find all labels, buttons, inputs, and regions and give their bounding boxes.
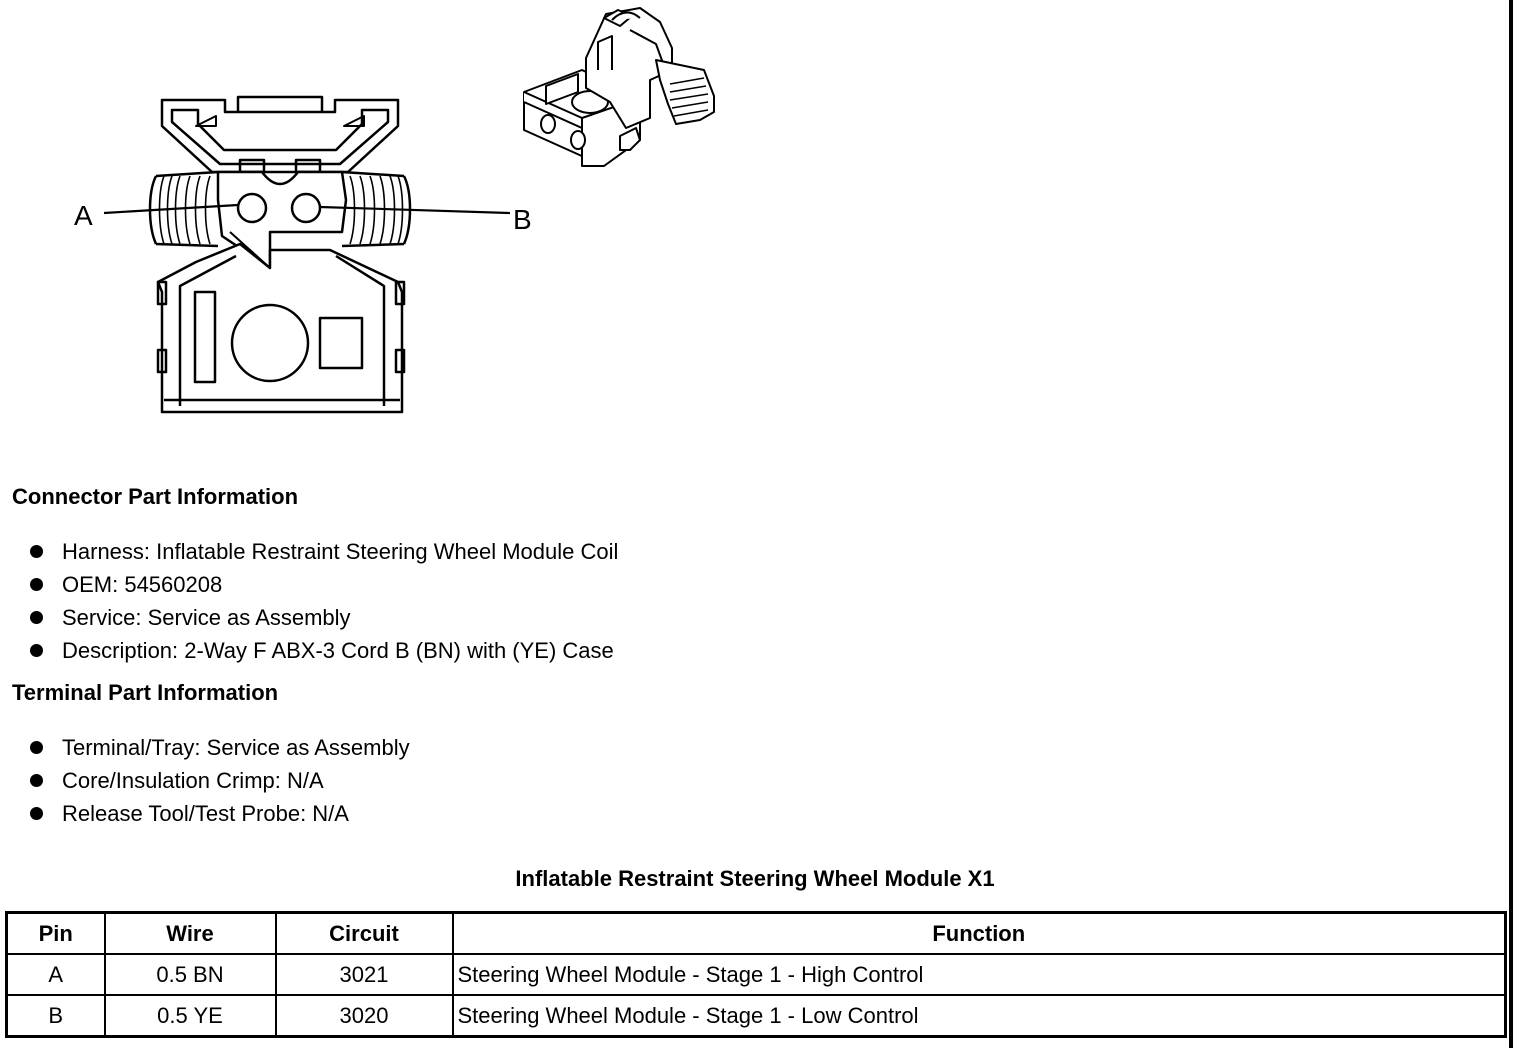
cell-function: Steering Wheel Module - Stage 1 - High C…: [451, 953, 1507, 996]
leader-line-b: [319, 205, 511, 215]
column-header-pin: Pin: [5, 911, 106, 955]
column-header-function: Function: [451, 911, 1507, 955]
lower-round-window: [230, 303, 310, 383]
list-item-text: Core/Insulation Crimp: N/A: [62, 768, 324, 793]
latch-triangle-left: [195, 115, 217, 127]
pin-label-a: A: [74, 200, 93, 231]
pin-label-b: B: [513, 204, 532, 235]
bullet-icon: [30, 807, 43, 820]
cell-function: Steering Wheel Module - Stage 1 - Low Co…: [451, 994, 1507, 1038]
cell-wire: 0.5 YE: [103, 994, 277, 1038]
cell-wire: 0.5 BN: [103, 953, 277, 996]
connector-part-info-heading: Connector Part Information: [12, 484, 299, 509]
column-header-circuit: Circuit: [274, 911, 454, 955]
cell-circuit: 3020: [274, 994, 454, 1038]
page-right-border: [1509, 0, 1513, 1048]
list-item-text: OEM: 54560208: [62, 572, 223, 597]
lower-square-window: [318, 316, 364, 370]
list-item-text: Terminal/Tray: Service as Assembly: [62, 735, 410, 760]
table-header-row: Pin Wire Circuit Function: [5, 911, 1507, 955]
column-header-wire: Wire: [103, 911, 277, 955]
table-row: A 0.5 BN 3021 Steering Wheel Module - St…: [5, 953, 1507, 996]
list-item-text: Release Tool/Test Probe: N/A: [62, 801, 349, 826]
connector-face-diagram: A B: [74, 7, 715, 414]
list-item-text: Harness: Inflatable Restraint Steering W…: [62, 539, 619, 564]
connector-isometric-view: [523, 7, 715, 167]
list-item-text: Description: 2-Way F ABX-3 Cord B (BN) w…: [62, 638, 614, 663]
lower-slot: [193, 290, 217, 384]
connector-top-latch: [160, 98, 400, 174]
table-row: B 0.5 YE 3020 Steering Wheel Module - St…: [5, 994, 1507, 1038]
bullet-icon: [30, 644, 43, 657]
bullet-icon: [30, 741, 43, 754]
cell-pin: A: [5, 953, 106, 996]
bullet-icon: [30, 578, 43, 591]
cell-pin: B: [5, 994, 106, 1038]
terminal-part-info-heading: Terminal Part Information: [12, 680, 279, 705]
cavity-a: [236, 192, 268, 224]
pinout-table: Pin Wire Circuit Function A 0.5 BN 3021 …: [5, 911, 1507, 1038]
bullet-icon: [30, 611, 43, 624]
latch-triangle-right: [343, 115, 365, 127]
leader-line-a: [103, 203, 239, 215]
cell-circuit: 3021: [274, 953, 454, 996]
list-item-text: Service: Service as Assembly: [62, 605, 351, 630]
bullet-icon: [30, 545, 43, 558]
pinout-table-title: Inflatable Restraint Steering Wheel Modu…: [515, 866, 995, 891]
bullet-icon: [30, 774, 43, 787]
